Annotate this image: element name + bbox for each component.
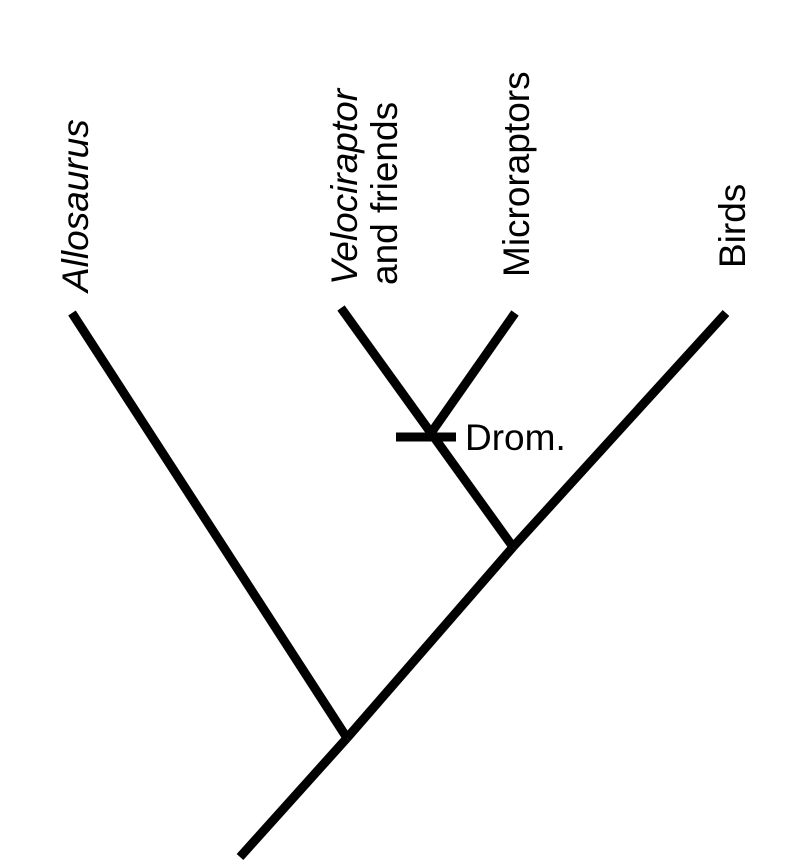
velociraptor-branch xyxy=(337,305,435,436)
clade-label-drom: Drom. xyxy=(465,417,566,458)
taxon-label-allosaurus: Allosaurus xyxy=(55,119,96,294)
birds-branch xyxy=(509,309,730,551)
drom-stem-branch xyxy=(427,430,517,550)
allosaurus-branch xyxy=(68,310,351,741)
maniraptoran-stem-branch xyxy=(343,544,517,741)
root-stem-branch xyxy=(236,734,351,861)
taxon-label-velociraptor-line2: and friends xyxy=(364,102,405,285)
taxon-label-birds: Birds xyxy=(712,184,753,268)
microraptors-branch xyxy=(427,310,519,436)
taxon-label-microraptors: Microraptors xyxy=(496,71,537,277)
taxon-label-velociraptor: Velociraptor xyxy=(324,87,365,285)
